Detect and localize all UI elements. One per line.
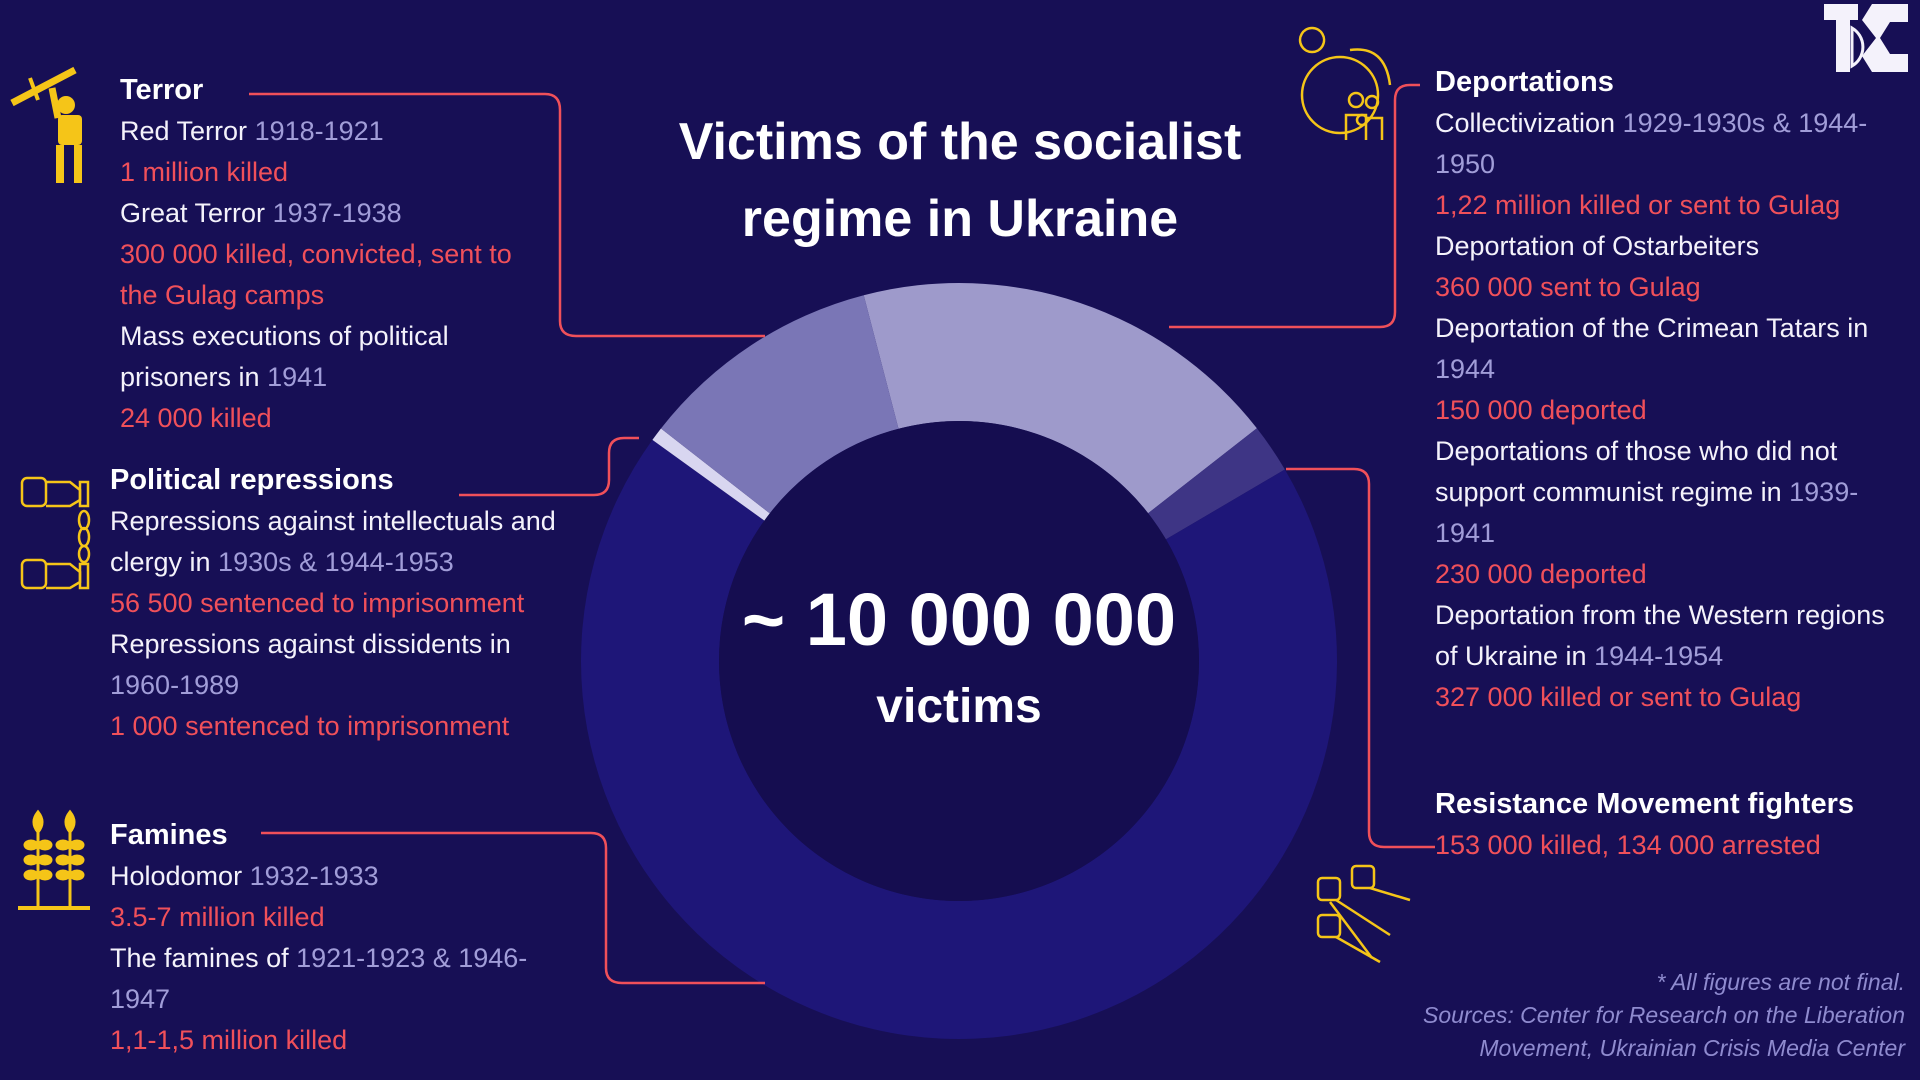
globe-family-icon xyxy=(1298,26,1392,140)
famines-connector xyxy=(261,831,765,985)
section-line: 56 500 sentenced to imprisonment xyxy=(110,583,580,624)
footnote: * All figures are not final. Sources: Ce… xyxy=(1305,966,1905,1065)
title-line-1: Victims of the socialist xyxy=(678,113,1242,171)
footnote-sources-cont: Movement, Ukrainian Crisis Media Center xyxy=(1479,1035,1905,1061)
section-line: 1 000 sentenced to imprisonment xyxy=(110,706,580,747)
section-line: Deportation of the Crimean Tatars in 194… xyxy=(1435,308,1905,390)
section-line: Red Terror 1918-1921 xyxy=(120,111,550,152)
section-line: Deportations of those who did not suppor… xyxy=(1435,431,1905,554)
date-range: 1944-1954 xyxy=(1594,641,1724,671)
casualty-figure: 327 000 killed or sent to Gulag xyxy=(1435,682,1802,712)
event-label: Repressions against dissidents in xyxy=(110,629,511,659)
casualty-figure: 1,22 million killed or sent to Gulag xyxy=(1435,190,1841,220)
date-range: 1932-1933 xyxy=(249,861,379,891)
section-line: Holodomor 1932-1933 xyxy=(110,856,580,897)
section-line: 300 000 killed, convicted, sent to the G… xyxy=(120,234,550,316)
section-line: 150 000 deported xyxy=(1435,390,1905,431)
event-label: Collectivization xyxy=(1435,108,1623,138)
connector-lines xyxy=(249,83,1435,985)
date-range: 1937-1938 xyxy=(272,198,402,228)
event-label: The famines of xyxy=(110,943,297,973)
casualty-figure: 360 000 sent to Gulag xyxy=(1435,272,1701,302)
donut-slice-deportations xyxy=(863,283,1257,514)
section-line: Collectivization 1929-1930s & 1944-1950 xyxy=(1435,103,1905,185)
donut-slice-political-repressions xyxy=(652,428,770,521)
event-label: Deportation of the Crimean Tatars in xyxy=(1435,313,1869,343)
brand-logo xyxy=(1824,4,1908,72)
event-label: Great Terror xyxy=(120,198,273,228)
section-line: Repressions against dissidents in 1960-1… xyxy=(110,624,580,706)
date-range: 1930s & 1944-1953 xyxy=(218,547,454,577)
date-range: 1921-1923 & 1946-1947 xyxy=(110,943,528,1014)
section-line: 153 000 killed, 134 000 arrested xyxy=(1435,825,1905,866)
wheat-icon xyxy=(18,809,90,910)
section-line: 1 million killed xyxy=(120,152,550,193)
soldier-rifle-icon xyxy=(10,66,82,183)
casualty-figure: 1,1-1,5 million killed xyxy=(110,1025,348,1055)
casualty-figure: 230 000 deported xyxy=(1435,559,1647,589)
date-range: 1918-1921 xyxy=(254,116,384,146)
section-line: 327 000 killed or sent to Gulag xyxy=(1435,677,1905,718)
casualty-figure: 56 500 sentenced to imprisonment xyxy=(110,588,525,618)
event-label: Red Terror xyxy=(120,116,255,146)
terror-connector xyxy=(249,92,765,338)
donut-slice-famines xyxy=(581,439,1337,1039)
section-heading: Deportations xyxy=(1435,66,1614,98)
date-range: 1929-1930s & 1944-1950 xyxy=(1435,108,1868,179)
casualty-figure: 1 million killed xyxy=(120,157,289,187)
event-label: Deportation from the Western regions of … xyxy=(1435,600,1885,671)
chained-hands-icon xyxy=(20,476,91,590)
donut-slice-terror xyxy=(660,295,899,514)
date-range: 1944 xyxy=(1435,354,1496,384)
casualty-figure: 1 000 sentenced to imprisonment xyxy=(110,711,510,741)
section-line: 24 000 killed xyxy=(120,398,550,439)
political-connector xyxy=(459,436,639,497)
section-resistance: Resistance Movement fighters 153 000 kill… xyxy=(1435,784,1905,866)
casualty-figure: 3.5-7 million killed xyxy=(110,902,325,932)
total-victims-number: ~ 10 000 000 xyxy=(741,578,1177,661)
resistance-connector xyxy=(1286,467,1435,849)
section-line: Repressions against intellectuals and cl… xyxy=(110,501,580,583)
section-line: 360 000 sent to Gulag xyxy=(1435,267,1905,308)
date-range: 1960-1989 xyxy=(110,670,240,700)
donut-hole xyxy=(719,421,1199,901)
title-line-2: regime in Ukraine xyxy=(741,190,1179,248)
section-line: Great Terror 1937-1938 xyxy=(120,193,550,234)
donut-chart xyxy=(581,283,1337,1039)
event-label: Holodomor xyxy=(110,861,250,891)
footnote-sources: Sources: Center for Research on the Libe… xyxy=(1423,1002,1905,1028)
section-line: 230 000 deported xyxy=(1435,554,1905,595)
date-range: 1939-1941 xyxy=(1435,477,1859,548)
event-label: Deportations of those who did not suppor… xyxy=(1435,436,1838,507)
footnote-disclaimer: * All figures are not final. xyxy=(1656,969,1905,995)
event-label: Deportation of Ostarbeiters xyxy=(1435,231,1760,261)
section-heading: Resistance Movement fighters xyxy=(1435,788,1855,820)
section-line: 3.5-7 million killed xyxy=(110,897,580,938)
section-line: Mass executions of political prisoners i… xyxy=(120,316,550,398)
section-line: Deportation of Ostarbeiters xyxy=(1435,226,1905,267)
section-line: The famines of 1921-1923 & 1946-1947 xyxy=(110,938,580,1020)
section-line: Deportation from the Western regions of … xyxy=(1435,595,1905,677)
section-line: 1,1-1,5 million killed xyxy=(110,1020,580,1061)
total-victims-label: victims xyxy=(876,680,1042,733)
raised-fists-icon xyxy=(1316,864,1411,964)
casualty-figure: 150 000 deported xyxy=(1435,395,1647,425)
page-title: Victims of the socialist regime in Ukrai… xyxy=(560,104,1360,258)
casualty-figure: 300 000 killed, convicted, sent to the G… xyxy=(120,239,512,310)
deportations-connector xyxy=(1169,83,1420,329)
donut-slice-resistance-movement-fighters xyxy=(1148,428,1285,540)
casualty-figure: 153 000 killed, 134 000 arrested xyxy=(1435,830,1821,860)
section-heading: Political repressions xyxy=(110,464,394,496)
section-line: 1,22 million killed or sent to Gulag xyxy=(1435,185,1905,226)
date-range: 1941 xyxy=(267,362,328,392)
section-heading: Famines xyxy=(110,819,228,851)
casualty-figure: 24 000 killed xyxy=(120,403,272,433)
event-label: Repressions against intellectuals and cl… xyxy=(110,506,556,577)
section-heading: Terror xyxy=(120,74,204,106)
event-label: Mass executions of political prisoners i… xyxy=(120,321,449,392)
